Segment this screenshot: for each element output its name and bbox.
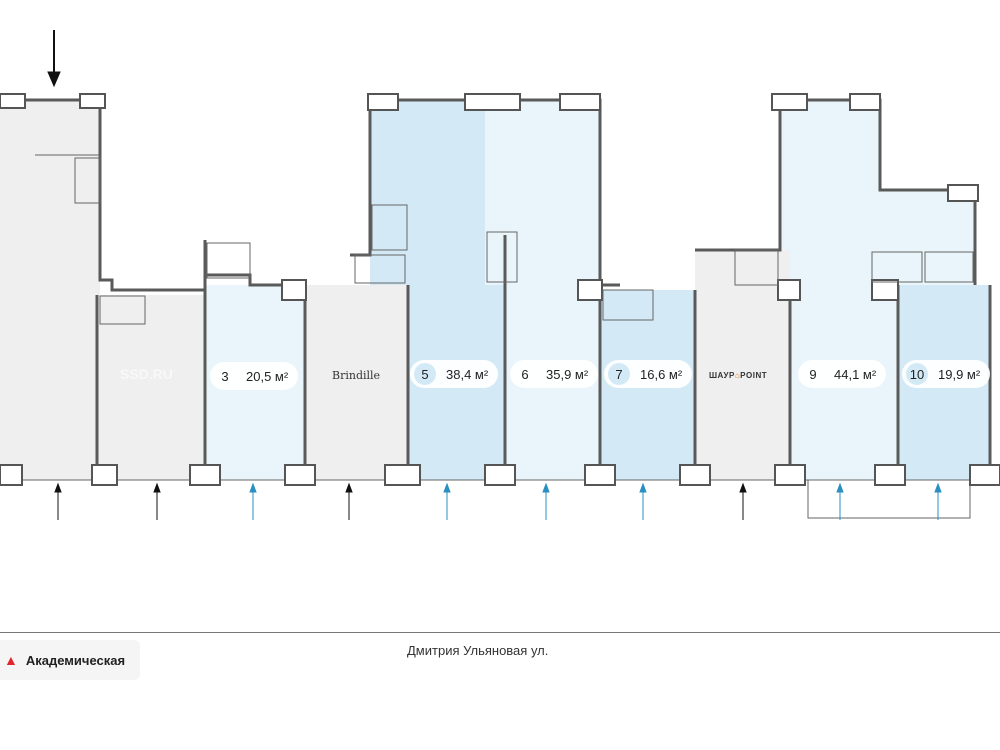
entrance-arrow-unit-1 [54,482,62,520]
unit-area: 35,9 м² [546,366,589,382]
pillars [0,93,1000,486]
logo-text-right: POINT [740,371,768,380]
metro-station-badge: ▲ Академическая [0,640,140,680]
entrance-arrow-unit-3 [249,482,257,520]
unit-number: 7 [608,363,630,385]
entrance-arrow-unit-7 [639,482,647,520]
unit-area: 16,6 м² [640,366,683,382]
unit-6-label[interactable]: 6 35,9 м² [510,360,599,388]
watermark: SSD.RU [120,366,173,382]
unit-5-label[interactable]: 5 38,4 м² [410,360,499,388]
unit-brindille-occupied [305,285,408,480]
walls [0,98,1000,519]
unit-area: 44,1 м² [834,366,877,382]
unit-area: 20,5 м² [246,368,289,384]
entrance-arrow-shawarma [739,482,747,520]
entrance-arrow-unit-6 [542,482,550,520]
entrance-arrow-unit-2 [153,482,161,520]
unit-shawarma-occupied [695,250,790,480]
unit-area: 38,4 м² [446,366,489,382]
unit-number: 6 [521,366,529,382]
metro-station-name: Академическая [25,652,126,668]
tenant-shawarma-point-logo: ШАУР⌂POINT [709,371,767,380]
entrance-arrow-unit-10 [934,482,942,520]
unit-3-label[interactable]: 3 20,5 м² [210,362,299,390]
entrance-arrow-top [47,30,61,88]
unit-number: 3 [221,368,229,384]
unit-number: 9 [809,366,817,382]
unit-number: 5 [414,363,436,385]
unit-number: 10 [906,363,928,385]
entrance-arrow-unit-9 [836,482,844,520]
street-line [0,632,1000,633]
street-name: Дмитрия Ульяновая ул. [407,643,549,658]
unit-7-label[interactable]: 7 16,6 м² [604,360,693,388]
entrance-arrow-unit-5 [443,482,451,520]
tenant-brindille-logo: Brindille [332,369,381,382]
metro-icon: ▲ [4,652,18,668]
unit-9-label[interactable]: 9 44,1 м² [798,360,887,388]
logo-text-left: ШАУР [709,371,735,380]
unit-2-occupied [97,295,205,480]
unit-1-occupied [0,100,100,480]
unit-area: 19,9 м² [938,366,981,382]
restrooms [74,157,974,325]
unit-10-label[interactable]: 10 19,9 м² [902,360,991,388]
entrance-arrows [47,30,942,520]
house-icon: ⌂ [734,371,741,380]
entrance-arrow-brindille [345,482,353,520]
